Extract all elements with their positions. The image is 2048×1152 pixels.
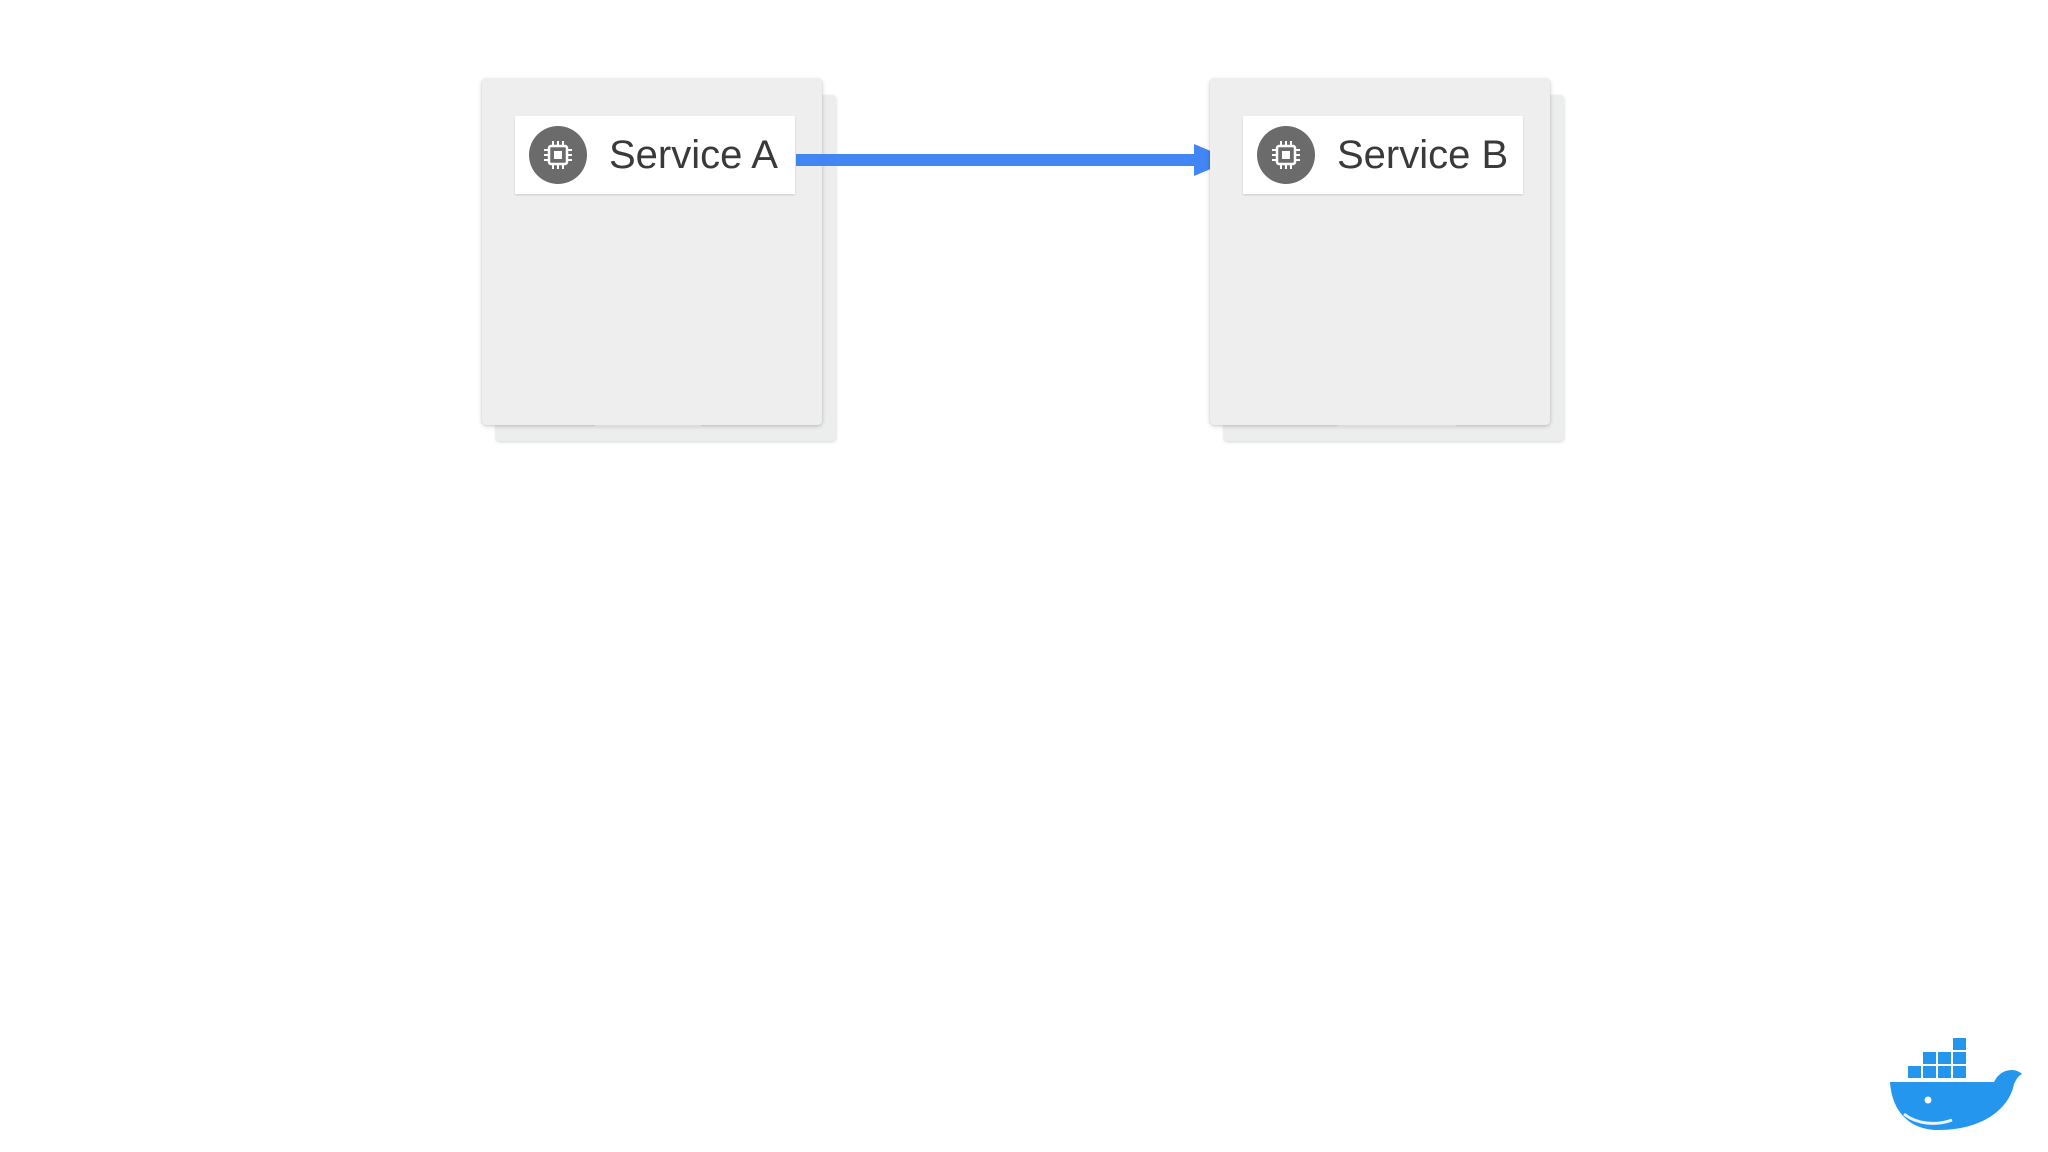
service-a-label-box[interactable]: Service A	[515, 116, 795, 194]
service-b-label-box[interactable]: Service B	[1243, 116, 1523, 194]
connection-arrow	[796, 144, 1232, 176]
service-a-node[interactable]: Service A	[482, 79, 836, 441]
service-a-card[interactable]: Service A	[482, 79, 822, 427]
docker-whale-icon	[1890, 1038, 2022, 1130]
card-foot-divider	[595, 425, 701, 427]
cpu-chip-icon	[1257, 126, 1315, 184]
card-foot-divider	[1338, 425, 1456, 427]
service-b-node[interactable]: Service B	[1210, 79, 1564, 441]
service-b-label: Service B	[1337, 132, 1509, 177]
cpu-chip-icon	[529, 126, 587, 184]
service-b-card[interactable]: Service B	[1210, 79, 1550, 427]
service-a-label: Service A	[609, 132, 778, 177]
